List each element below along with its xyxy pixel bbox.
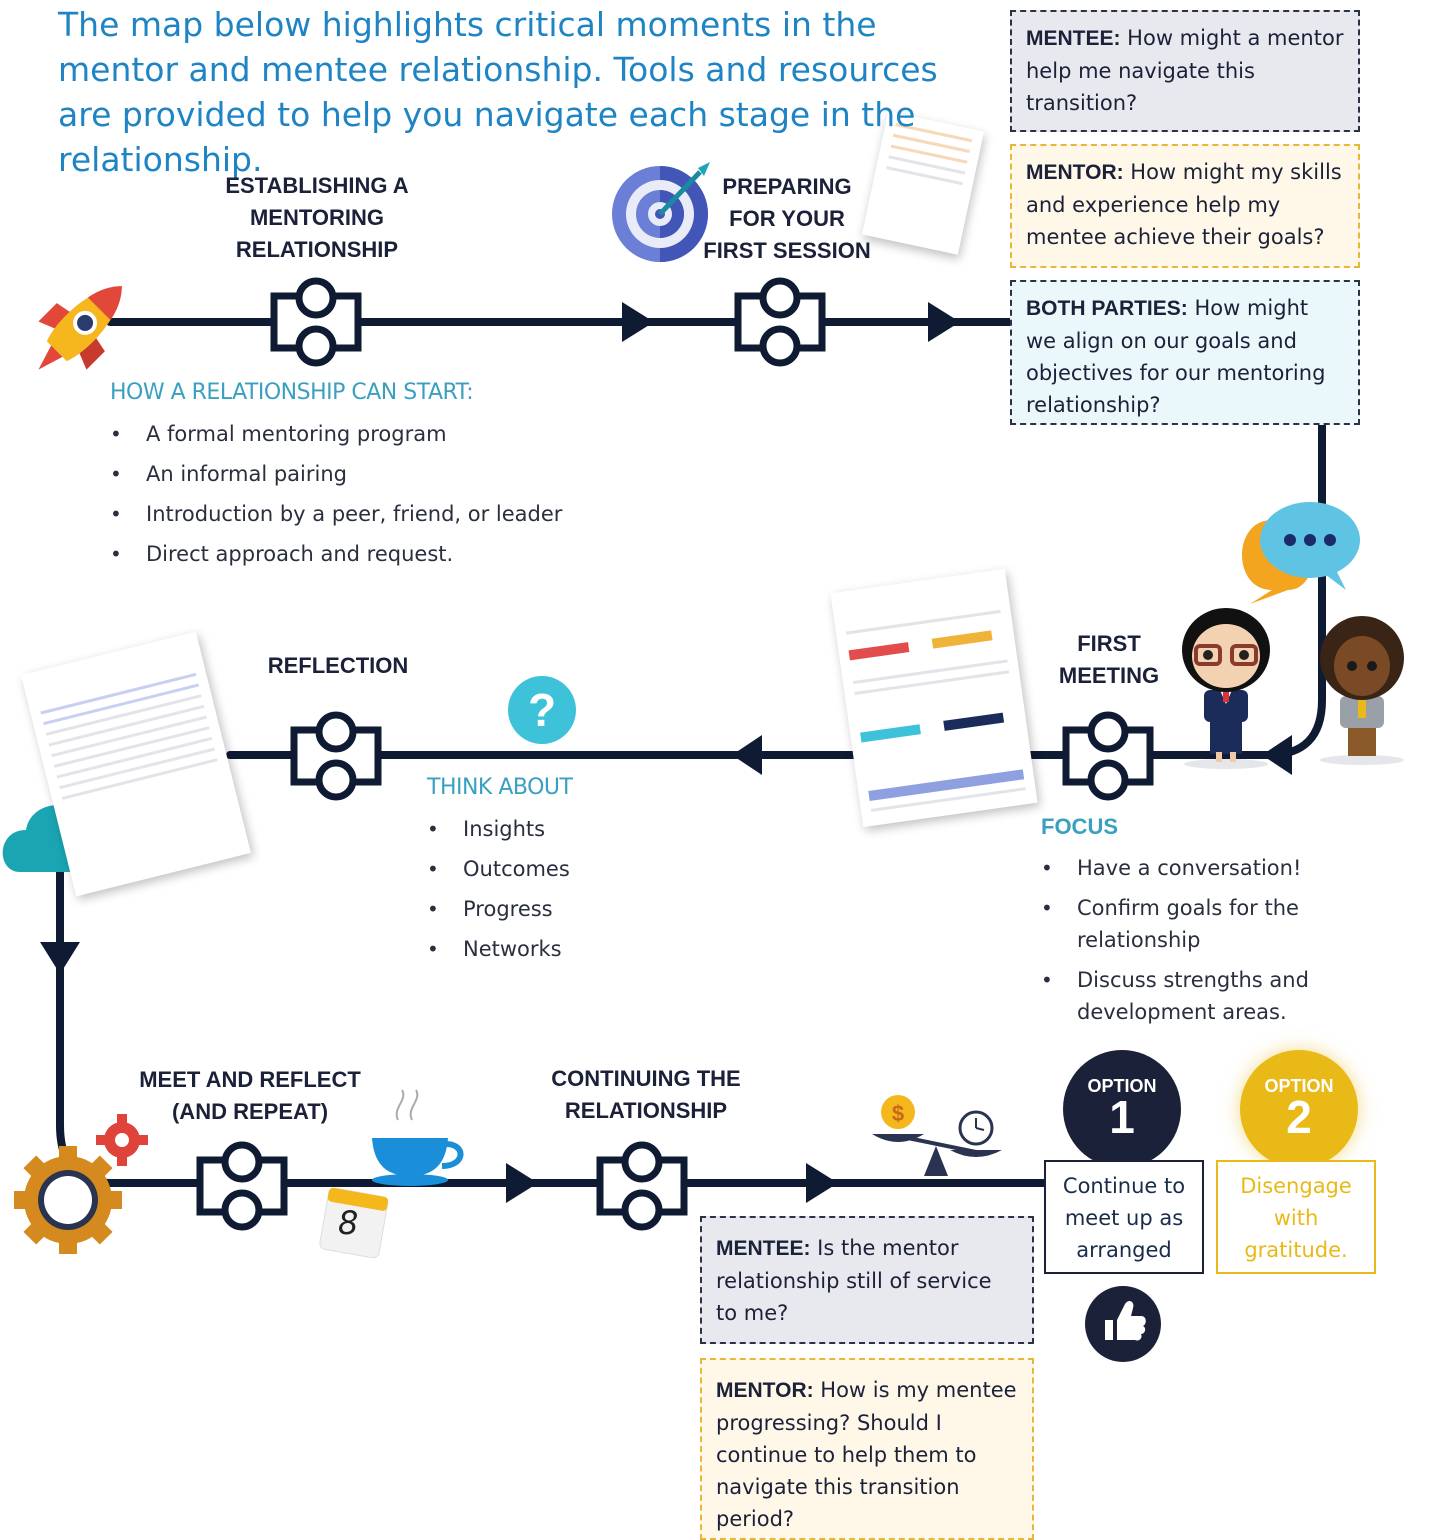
start-heading: HOW A RELATIONSHIP CAN START: <box>110 380 474 405</box>
both-parties-question-box: BOTH PARTIES: How might we align on our … <box>1010 280 1360 425</box>
question-text: How might we align on our goals and obje… <box>1026 296 1326 417</box>
stage-line: ESTABLISHING A <box>225 173 409 198</box>
doc-line <box>860 724 921 743</box>
milestone-node <box>734 277 826 367</box>
list-item: Have a conversation! <box>1041 852 1341 884</box>
thumbs-up-icon <box>1085 1286 1161 1362</box>
mentee-question-box-bottom: MENTEE: Is the mentor relationship still… <box>700 1216 1034 1344</box>
arrow-down <box>40 942 80 974</box>
list-item: Outcomes <box>427 853 727 885</box>
meet-document-thumbnail <box>830 568 1038 828</box>
stage-line: (AND REPEAT) <box>171 1099 329 1124</box>
stage-first-meeting: FIRST MEETING <box>1046 628 1172 692</box>
stage-line: FOR YOUR <box>729 206 845 231</box>
target-icon <box>612 162 710 262</box>
gear-icon <box>14 1146 122 1254</box>
milestone-node <box>196 1141 288 1231</box>
milestone-node <box>596 1141 688 1231</box>
option-2-text: Disengage with gratitude. <box>1216 1160 1376 1274</box>
stage-continuing: CONTINUING THE RELATIONSHIP <box>526 1063 766 1127</box>
list-item: Progress <box>427 893 727 925</box>
stage-meet-reflect: MEET AND REFLECT (AND REPEAT) <box>130 1064 370 1128</box>
stage-line: FIRST <box>1077 631 1141 656</box>
arrow-right <box>506 1163 538 1203</box>
question-text: How is my mentee progressing? Should I c… <box>716 1378 1017 1531</box>
question-text: Is the mentor relationship still of serv… <box>716 1236 992 1325</box>
role-label: MENTOR: <box>716 1379 814 1402</box>
calendar-day: 8 <box>338 1204 359 1242</box>
role-label: BOTH PARTIES: <box>1026 297 1188 320</box>
list-item: Direct approach and request. <box>110 538 630 570</box>
calendar-icon <box>319 1187 389 1259</box>
option-label: OPTION <box>1264 1076 1334 1096</box>
svg-text:$: $ <box>892 1101 904 1126</box>
mentee-avatar <box>1182 608 1270 769</box>
speech-bubbles-icon <box>1242 502 1360 604</box>
arrow-left <box>732 735 762 775</box>
option-label: OPTION <box>1087 1076 1157 1096</box>
question-icon: ? <box>508 676 576 744</box>
milestone-node <box>270 277 362 367</box>
small-gear-icon <box>96 1114 148 1166</box>
milestone-node <box>1062 711 1154 801</box>
start-list: A formal mentoring program An informal p… <box>110 418 630 578</box>
path-arrows <box>40 302 1292 1203</box>
role-label: MENTEE: <box>1026 27 1121 50</box>
focus-list: Have a conversation! Confirm goals for t… <box>1041 852 1341 1036</box>
arrow-right <box>622 302 654 342</box>
doc-line <box>845 609 1001 635</box>
stage-line: MEETING <box>1058 663 1160 688</box>
coffee-cup-icon <box>372 1089 464 1186</box>
list-item: A formal mentoring program <box>110 418 630 450</box>
svg-text:?: ? <box>528 684 556 736</box>
stage-preparing: PREPARING FOR YOUR FIRST SESSION <box>702 171 872 267</box>
list-item: Discuss strengths and development areas. <box>1041 964 1341 1028</box>
mentor-question-box-bottom: MENTOR: How is my mentee progressing? Sh… <box>700 1358 1034 1540</box>
intro-text: The map below highlights critical moment… <box>58 5 938 179</box>
list-item: Introduction by a peer, friend, or leade… <box>110 498 630 530</box>
stage-line: CONTINUING THE <box>551 1066 741 1091</box>
mentor-question-box: MENTOR: How might my skills and experien… <box>1010 144 1360 268</box>
role-label: MENTEE: <box>716 1237 811 1260</box>
list-item: An informal pairing <box>110 458 630 490</box>
doc-line <box>868 769 1025 801</box>
mentee-question-box: MENTEE: How might a mentor help me navig… <box>1010 10 1360 132</box>
mentor-avatar <box>1320 616 1404 765</box>
focus-heading: FOCUS <box>1041 814 1118 839</box>
think-list: Insights Outcomes Progress Networks <box>427 813 727 973</box>
list-item: Insights <box>427 813 727 845</box>
arrow-right <box>806 1163 838 1203</box>
stage-line: RELATIONSHIP <box>564 1098 728 1123</box>
stage-line: RELATIONSHIP <box>235 237 399 262</box>
stage-line: FIRST SESSION <box>703 238 871 263</box>
doc-line <box>932 630 993 649</box>
doc-line <box>943 712 1005 731</box>
option-1-text: Continue to meet up as arranged <box>1044 1160 1204 1274</box>
list-item: Networks <box>427 933 727 965</box>
question-text: How might my skills and experience help … <box>1026 160 1342 249</box>
doc-line <box>848 642 910 661</box>
stage-reflection: REFLECTION <box>238 650 438 682</box>
stage-establishing: ESTABLISHING A MENTORING RELATIONSHIP <box>186 170 448 266</box>
list-item: Confirm goals for the relationship <box>1041 892 1341 956</box>
option-number: 1 <box>1109 1091 1135 1143</box>
doc-line <box>40 672 197 715</box>
rocket-icon <box>38 286 122 370</box>
milestone-node <box>290 711 382 801</box>
arrow-right <box>928 302 960 342</box>
doc-line <box>854 670 1010 695</box>
question-text: How might a mentor help me navigate this… <box>1026 26 1344 115</box>
think-heading: THINK ABOUT <box>427 775 573 800</box>
option-1-badge: OPTION 1 <box>1063 1050 1181 1168</box>
arrow-left <box>1262 735 1292 775</box>
option-number: 2 <box>1286 1091 1312 1143</box>
stage-line: REFLECTION <box>267 653 409 678</box>
stage-line: MEET AND REFLECT <box>139 1067 361 1092</box>
option-2-badge: OPTION 2 <box>1240 1050 1358 1168</box>
role-label: MENTOR: <box>1026 161 1124 184</box>
scale-icon: $ <box>872 1095 1002 1176</box>
stage-line: PREPARING <box>722 174 852 199</box>
stage-line: MENTORING <box>249 205 385 230</box>
